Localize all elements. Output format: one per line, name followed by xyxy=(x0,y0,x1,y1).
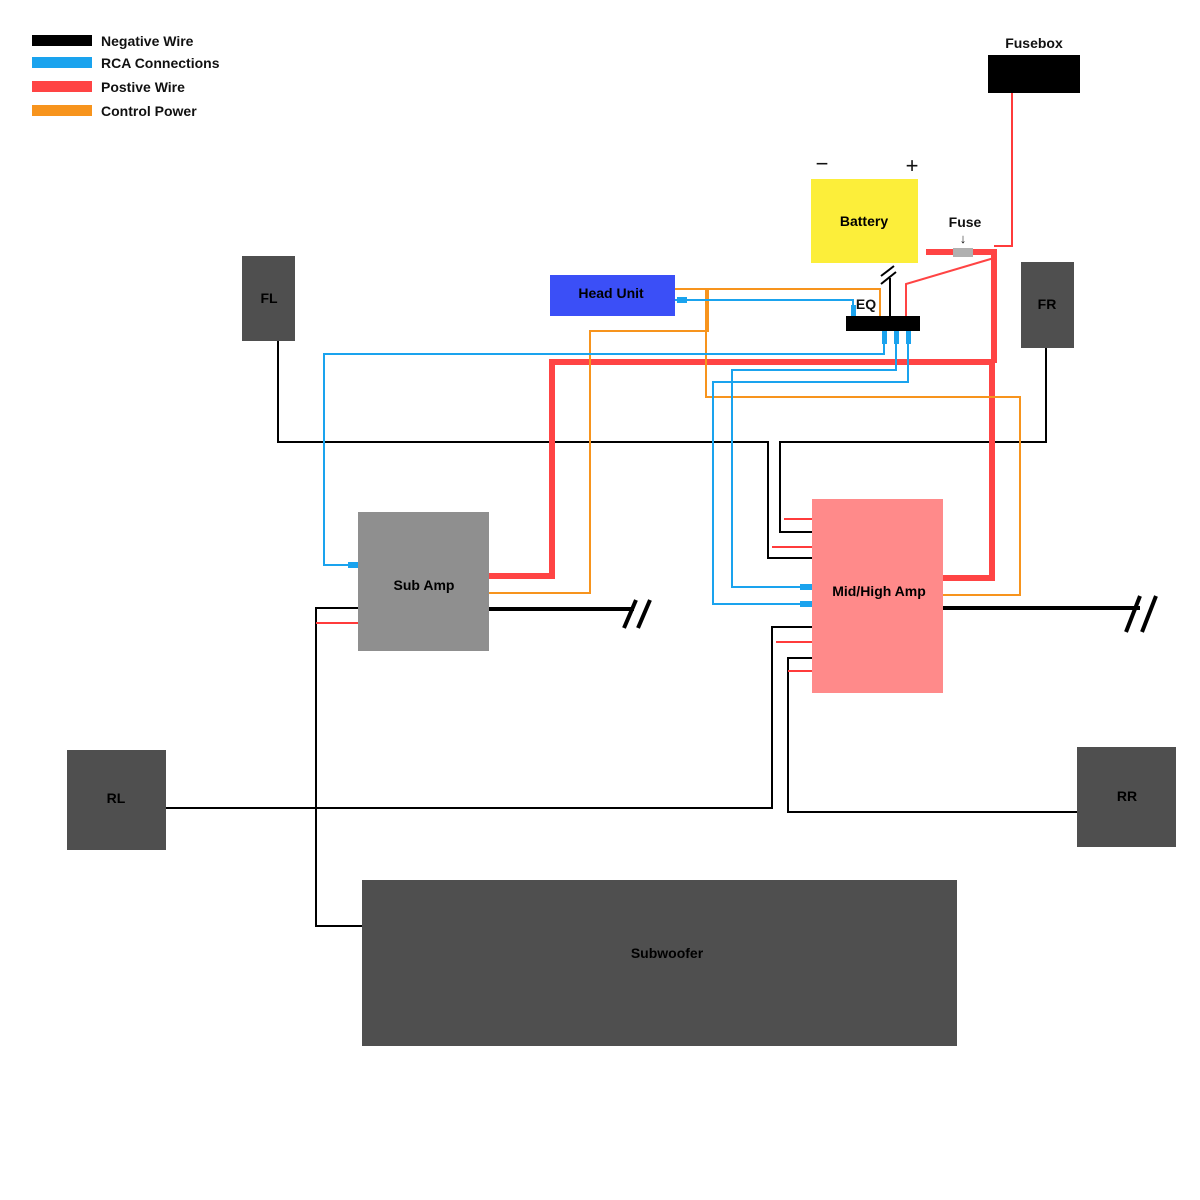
sub-amp-ground-break xyxy=(622,599,652,629)
positive-wires xyxy=(489,249,997,581)
legend-label-rca: RCA Connections xyxy=(101,55,220,71)
battery xyxy=(811,179,918,263)
wire-fl xyxy=(277,340,812,559)
speaker-fr-label: FR xyxy=(1038,296,1057,312)
legend-label-positive: Postive Wire xyxy=(101,79,185,95)
rca-hu-eq xyxy=(675,299,854,316)
mid-high-amp-label: Mid/High Amp xyxy=(832,583,926,599)
wire-rl xyxy=(166,626,812,809)
speaker-positive-stubs xyxy=(316,92,1013,672)
speaker-fl-label: FL xyxy=(260,290,278,306)
negative-wires xyxy=(166,278,1078,927)
head-unit-label: Head Unit xyxy=(578,285,644,301)
wire-remote-hu-eq xyxy=(675,288,881,316)
eq xyxy=(846,316,920,331)
legend-label-negative: Negative Wire xyxy=(101,33,194,49)
rca-eq-mid-amp-1 xyxy=(731,330,897,588)
speaker-rl-label: RL xyxy=(107,790,126,806)
stub-fusebox xyxy=(994,92,1013,247)
legend-swatch-rca xyxy=(32,57,92,68)
eq-label: EQ xyxy=(856,296,876,312)
wire-subwoofer xyxy=(315,607,362,927)
wire-battery-fuse xyxy=(926,249,997,363)
head-unit xyxy=(550,275,675,316)
speaker-rl xyxy=(67,750,166,850)
legend-swatch-negative xyxy=(32,35,92,46)
battery-negative-terminal: − xyxy=(816,151,829,176)
mid-high-amp xyxy=(812,499,943,693)
mid-amp-ground-break xyxy=(1124,595,1158,633)
fuse-arrow-icon: ↓ xyxy=(960,231,967,246)
legend: Negative Wire RCA Connections Postive Wi… xyxy=(32,33,220,119)
control-power-wires xyxy=(489,288,1021,596)
battery-label: Battery xyxy=(840,213,888,229)
wire-remote-sub-amp xyxy=(489,289,709,594)
components: Fusebox Battery − + Fuse ↓ Head Unit EQ … xyxy=(67,35,1176,1046)
rca-eq-mid-amp-2 xyxy=(712,330,909,605)
legend-swatch-control xyxy=(32,105,92,116)
fuse-label: Fuse xyxy=(949,214,982,230)
eq-ground-break xyxy=(880,265,897,285)
speaker-rr-label: RR xyxy=(1117,788,1137,804)
ground-wires xyxy=(489,606,1140,611)
subwoofer xyxy=(362,880,957,1046)
rca-eq-sub-amp xyxy=(323,330,885,566)
wire-remote-mid-amp xyxy=(705,289,1021,596)
legend-label-control: Control Power xyxy=(101,103,197,119)
fusebox-label: Fusebox xyxy=(1005,35,1063,51)
sub-amp xyxy=(358,512,489,651)
wire-mid-amp-power xyxy=(943,362,995,581)
wire-rr xyxy=(787,657,1078,813)
rca-plugs xyxy=(348,297,911,607)
fuse xyxy=(953,248,973,257)
speaker-rr xyxy=(1077,747,1176,847)
subwoofer-label: Subwoofer xyxy=(631,945,704,961)
wire-fr xyxy=(779,346,1047,533)
wire-eq-power xyxy=(905,257,995,316)
speaker-fl xyxy=(242,256,295,341)
fusebox xyxy=(988,55,1080,93)
legend-swatch-positive xyxy=(32,81,92,92)
speaker-fr xyxy=(1021,262,1074,348)
wire-power-bus xyxy=(489,359,994,579)
wires xyxy=(166,92,1158,927)
ground-break-symbols xyxy=(622,595,1158,633)
sub-amp-label: Sub Amp xyxy=(394,577,455,593)
battery-positive-terminal: + xyxy=(906,153,919,178)
